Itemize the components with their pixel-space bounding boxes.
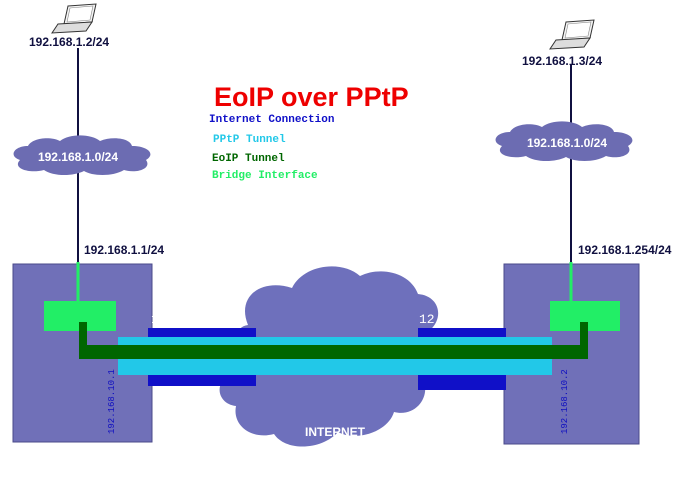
right-wan-ip: 12.21.11.1 (419, 312, 497, 327)
right-host-ip: 192.168.1.3/24 (522, 54, 602, 68)
left-eoip-stub (79, 322, 87, 332)
right-lan-cloud (495, 121, 633, 162)
right-eoip-stub (580, 322, 588, 332)
left-router-lan-ip: 192.168.1.1/24 (84, 243, 164, 257)
eoip-tunnel (79, 322, 588, 359)
left-lan-cloud-label: 192.168.1.0/24 (38, 150, 118, 164)
right-laptop-icon (549, 19, 595, 50)
legend-bridge-interface: Bridge Interface (212, 170, 318, 182)
legend-pptp-tunnel: PPtP Tunnel (213, 134, 286, 146)
diagram-title: EoIP over PPtP (214, 82, 409, 112)
right-tunnel-ip: 192.168.10.2 (560, 369, 570, 434)
left-tunnel-ip: 192.168.10.1 (107, 369, 117, 434)
left-wan-ip: 12.12.10.2 (151, 312, 229, 327)
left-laptop-icon (51, 3, 97, 34)
internet-label: INTERNET (305, 425, 366, 439)
left-lan-cloud (13, 135, 151, 176)
legend-eoip-tunnel: EoIP Tunnel (212, 153, 285, 165)
right-router-lan-ip: 192.168.1.254/24 (578, 243, 672, 257)
legend-internet-connection: Internet Connection (209, 114, 334, 126)
left-host-ip: 192.168.1.2/24 (29, 35, 109, 49)
right-lan-cloud-label: 192.168.1.0/24 (527, 136, 607, 150)
